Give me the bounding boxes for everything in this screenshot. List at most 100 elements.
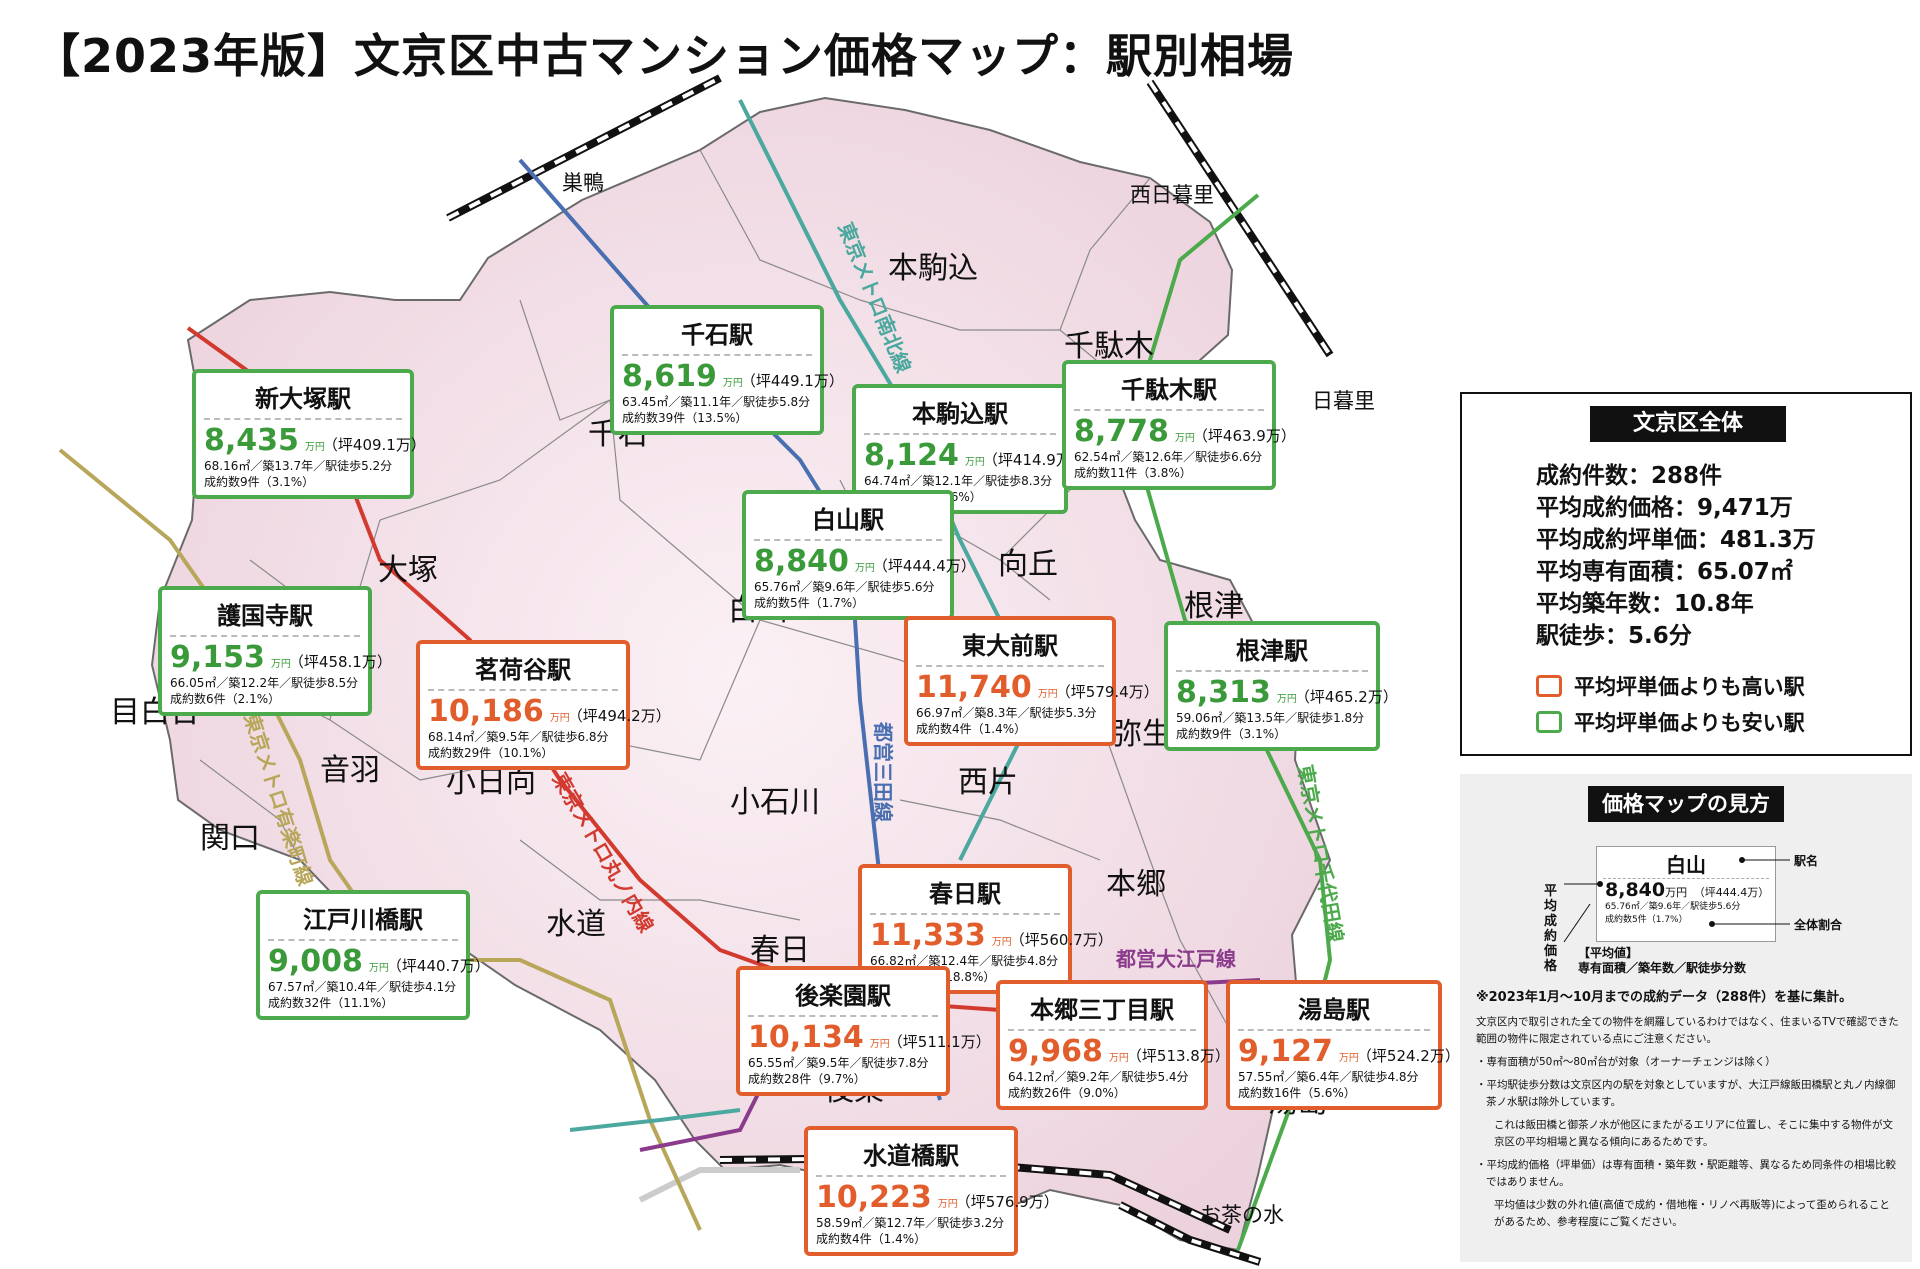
sample-card: 白山 8,840万円 （坪444.4万） 65.76㎡／築9.6年／駅徒歩5.6… (1596, 846, 1776, 942)
station-name: 本郷三丁目駅 (1008, 990, 1196, 1031)
tsubo-price: （坪463.9万） (1192, 427, 1296, 445)
sample-unit: 万円 (1665, 886, 1688, 899)
station-name: 春日駅 (870, 874, 1060, 915)
station-price: 9,127 (1238, 1034, 1333, 1069)
area-label-nishikata: 西片 (958, 765, 1018, 800)
tsubo-price: （坪414.9万） (982, 451, 1086, 469)
station-detail: 64.74㎡／築12.1年／駅徒歩8.3分 (864, 474, 1053, 488)
tsubo-price: （坪513.8万） (1126, 1047, 1230, 1065)
tsubo-price: （坪524.2万） (1356, 1047, 1460, 1065)
station-price: 11,740 (916, 670, 1032, 705)
station-name: 湯島駅 (1238, 990, 1430, 1031)
sample-count: 成約数5件（1.7%） (1605, 915, 1688, 925)
station-price: 10,186 (428, 694, 544, 729)
station-price: 9,008 (268, 944, 363, 979)
station-detail: 68.14㎡／築9.5年／駅徒歩6.8分 (428, 730, 609, 744)
tsubo-price: （坪560.7万） (1009, 931, 1113, 949)
note-3b: これは飯田橋と御茶ノ水が他区にまたがるエリアに位置し、そこに集中する物件が文京区… (1494, 1119, 1893, 1148)
howto-panel: 価格マップの見方 白山 8,840万円 （坪444.4万） 65.76㎡／築9.… (1460, 774, 1912, 1262)
station-detail: 66.82㎡／築12.4年／駅徒歩4.8分 (870, 954, 1059, 968)
station-count: 成約数28件（9.7%） (748, 1072, 866, 1086)
tsubo-price: （坪409.1万） (322, 436, 426, 454)
station-detail: 65.55㎡／築9.5年／駅徒歩7.8分 (748, 1056, 929, 1070)
sample-price: 8,840 (1605, 879, 1666, 901)
station-price: 10,134 (748, 1020, 864, 1055)
station-name: 本駒込駅 (864, 394, 1056, 435)
station-price: 10,223 (816, 1180, 932, 1215)
outside-label-sugamo: 巣鴨 (562, 171, 604, 195)
tsubo-price: （坪579.4万） (1055, 683, 1159, 701)
line-label-mita: 都営三田線 (871, 721, 895, 822)
station-price: 9,968 (1008, 1034, 1103, 1069)
vertical-label: 平均成約価格 (1544, 884, 1558, 974)
price-unit: 万円 (991, 937, 1012, 948)
summary-stats: 成約件数：288件 平均成約価格：9,471万 平均成約坪単価：481.3万 平… (1536, 460, 1816, 652)
area-label-yayoi: 弥生 (1112, 717, 1172, 752)
line-label-oedo: 都営大江戸線 (1115, 947, 1236, 971)
station-price: 8,619 (622, 359, 717, 394)
price-unit: 万円 (937, 1199, 958, 1210)
station-detail: 63.45㎡／築11.1年／駅徒歩5.8分 (622, 395, 811, 409)
price-unit: 万円 (304, 442, 325, 453)
note-4b: 平均値は少数の外れ値(高値で成約・借地権・リノベ再販等)によって歪められることが… (1494, 1199, 1890, 1228)
station-detail: 66.05㎡／築12.2年／駅徒歩8.5分 (170, 676, 359, 690)
station-card-hongosanchome: 本郷三丁目駅 9,968 万円（坪513.8万） 64.12㎡／築9.2年／駅徒歩… (996, 980, 1230, 1110)
price-unit: 万円 (549, 713, 570, 724)
note-4: ・平均成約価格（坪単価）は専有面積・築年数・駅距離等、異なるため同条件の相場比較… (1476, 1159, 1896, 1188)
station-name: 千駄木駅 (1074, 370, 1264, 411)
sample-tsubo: （坪444.4万） (1693, 886, 1770, 899)
station-detail: 57.55㎡／築6.4年／駅徒歩4.8分 (1238, 1070, 1419, 1084)
outside-label-nishinippori: 西日暮里 (1130, 183, 1214, 207)
tsubo-price: （坪494.2万） (567, 707, 671, 725)
station-detail: 68.16㎡／築13.7年／駅徒歩5.2分 (204, 459, 393, 473)
callout-station-name: 駅名 (1794, 854, 1819, 868)
station-name: 根津駅 (1176, 631, 1368, 672)
tsubo-price: （坪576.9万） (955, 1193, 1059, 1211)
station-count: 成約数4件（1.4%） (916, 722, 1027, 736)
extra-line (569, 1108, 741, 1132)
area-label-mukogaoka: 向丘 (998, 547, 1058, 582)
area-label-suido: 水道 (546, 907, 606, 942)
summary-avg-tsubo: 平均成約坪単価：481.3万 (1536, 527, 1816, 553)
price-unit: 万円 (1108, 1053, 1129, 1064)
summary-walk: 駅徒歩：5.6分 (1536, 623, 1692, 649)
station-count: 成約数29件（10.1%） (428, 746, 554, 760)
legend-high: 平均坪単価よりも高い駅 (1536, 668, 1805, 704)
station-name: 後楽園駅 (748, 976, 938, 1017)
station-name: 護国寺駅 (170, 596, 360, 637)
station-card-shinotsuka: 新大塚駅 8,435 万円（坪409.1万） 68.16㎡／築13.7年／駅徒歩5… (192, 369, 426, 499)
area-label-otsuka: 大塚 (378, 553, 438, 588)
station-card-kasuga: 春日駅 11,333 万円（坪560.7万） 66.82㎡／築12.4年／駅徒歩4… (858, 864, 1113, 994)
tsubo-price: （坪449.1万） (740, 372, 844, 390)
summary-panel: 文京区全体 成約件数：288件 平均成約価格：9,471万 平均成約坪単価：48… (1460, 392, 1912, 756)
area-label-koishikawa: 小石川 (730, 785, 820, 820)
tsubo-price: （坪444.4万） (872, 557, 976, 575)
station-price: 8,435 (204, 423, 299, 458)
station-name: 東大前駅 (916, 626, 1104, 667)
station-name: 茗荷谷駅 (428, 650, 618, 691)
summary-header: 文京区全体 (1590, 406, 1786, 442)
station-detail: 66.97㎡／築8.3年／駅徒歩5.3分 (916, 706, 1097, 720)
outside-label-ochanomizu: お茶の水 (1200, 1203, 1284, 1227)
note-1: 文京区内で取引された全ての物件を網羅しているわけではなく、住まいるTVで確認でき… (1476, 1016, 1899, 1045)
tsubo-price: （坪440.7万） (386, 957, 490, 975)
station-detail: 64.12㎡／築9.2年／駅徒歩5.4分 (1008, 1070, 1189, 1084)
area-label-sekiguchi: 関口 (200, 821, 260, 856)
station-name: 江戸川橋駅 (268, 900, 458, 941)
tsubo-price: （坪465.2万） (1294, 688, 1398, 706)
station-name: 新大塚駅 (204, 379, 402, 420)
station-count: 成約数16件（5.6%） (1238, 1086, 1356, 1100)
station-count: 成約数39件（13.5%） (622, 411, 748, 425)
station-price: 11,333 (870, 918, 986, 953)
price-unit: 万円 (270, 659, 291, 670)
green-box-icon (1536, 711, 1562, 733)
callout-lines (1563, 857, 1790, 943)
station-count: 成約数5件（1.7%） (754, 596, 865, 610)
summary-avg-price: 平均成約価格：9,471万 (1536, 495, 1793, 521)
